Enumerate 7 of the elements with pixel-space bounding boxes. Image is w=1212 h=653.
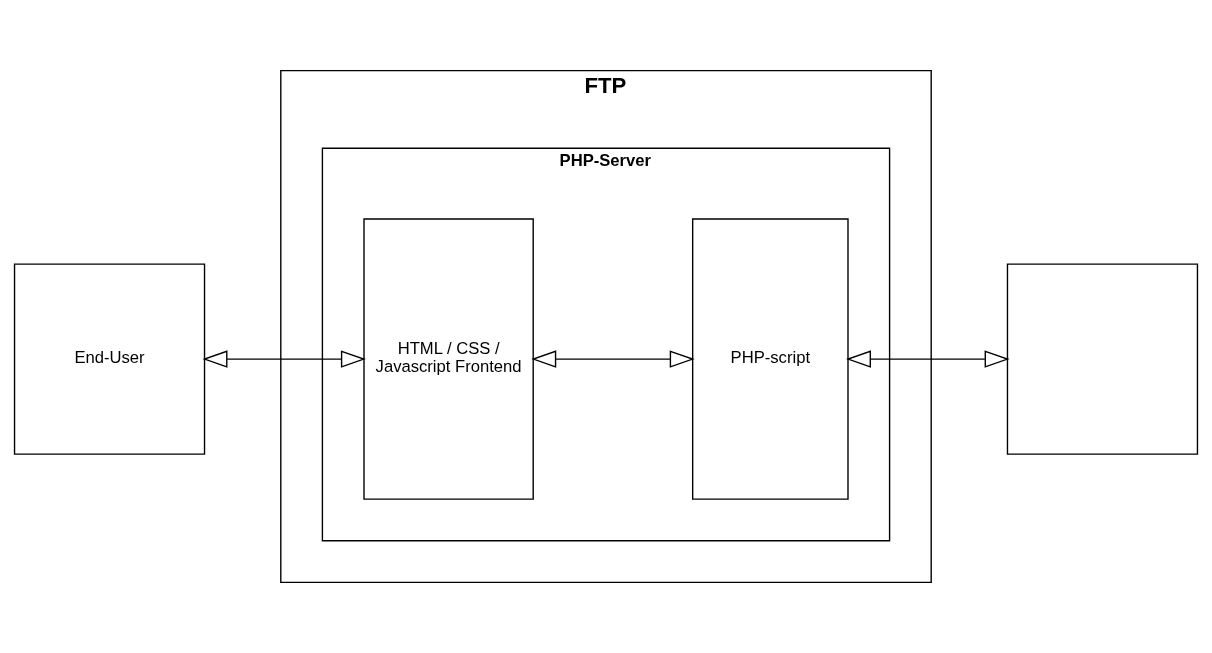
arrow — [846, 350, 1010, 368]
node-box: HTML / CSS / Javascript Frontend — [363, 218, 534, 500]
node-box: End-User — [13, 263, 206, 455]
arrow — [202, 350, 366, 368]
node-box: PHP-script — [691, 218, 849, 500]
arrow — [531, 350, 695, 368]
node-box — [1006, 263, 1199, 455]
